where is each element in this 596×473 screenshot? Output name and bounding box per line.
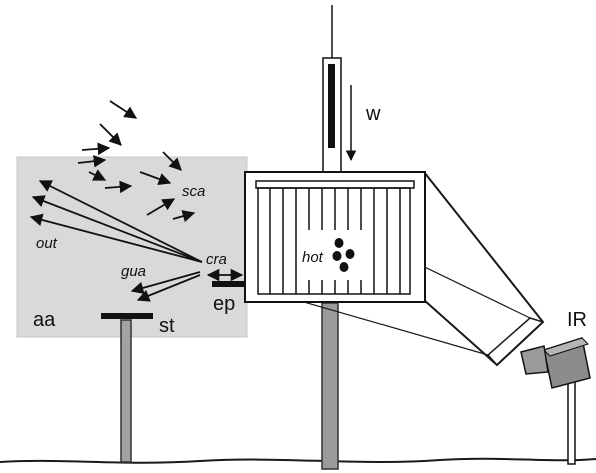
ground-line xyxy=(0,457,596,464)
hot-spots xyxy=(332,238,355,272)
view-frustum xyxy=(423,171,545,367)
label-hot: hot xyxy=(302,249,324,266)
label-sca: sca xyxy=(182,183,205,200)
label-gua: gua xyxy=(121,263,146,280)
label-cra: cra xyxy=(206,251,227,268)
hot-zone-panel xyxy=(298,230,366,280)
center-pole xyxy=(321,302,339,470)
label-ep: ep xyxy=(213,293,235,315)
label-w: w xyxy=(365,103,381,125)
outgoing-rays xyxy=(29,180,203,263)
stand-plate xyxy=(101,313,153,319)
label-aa: aa xyxy=(33,309,56,331)
view-frustum-inner xyxy=(486,317,544,366)
label-st: st xyxy=(159,315,175,337)
weight-rod-core xyxy=(328,64,335,148)
exit-port-plate xyxy=(212,281,246,287)
label-ir: IR xyxy=(567,309,587,331)
ir-camera xyxy=(520,337,591,465)
guarded-rays xyxy=(130,271,201,302)
stand-pole xyxy=(120,319,132,463)
label-out: out xyxy=(36,235,58,252)
scatter-arrows xyxy=(77,100,196,223)
